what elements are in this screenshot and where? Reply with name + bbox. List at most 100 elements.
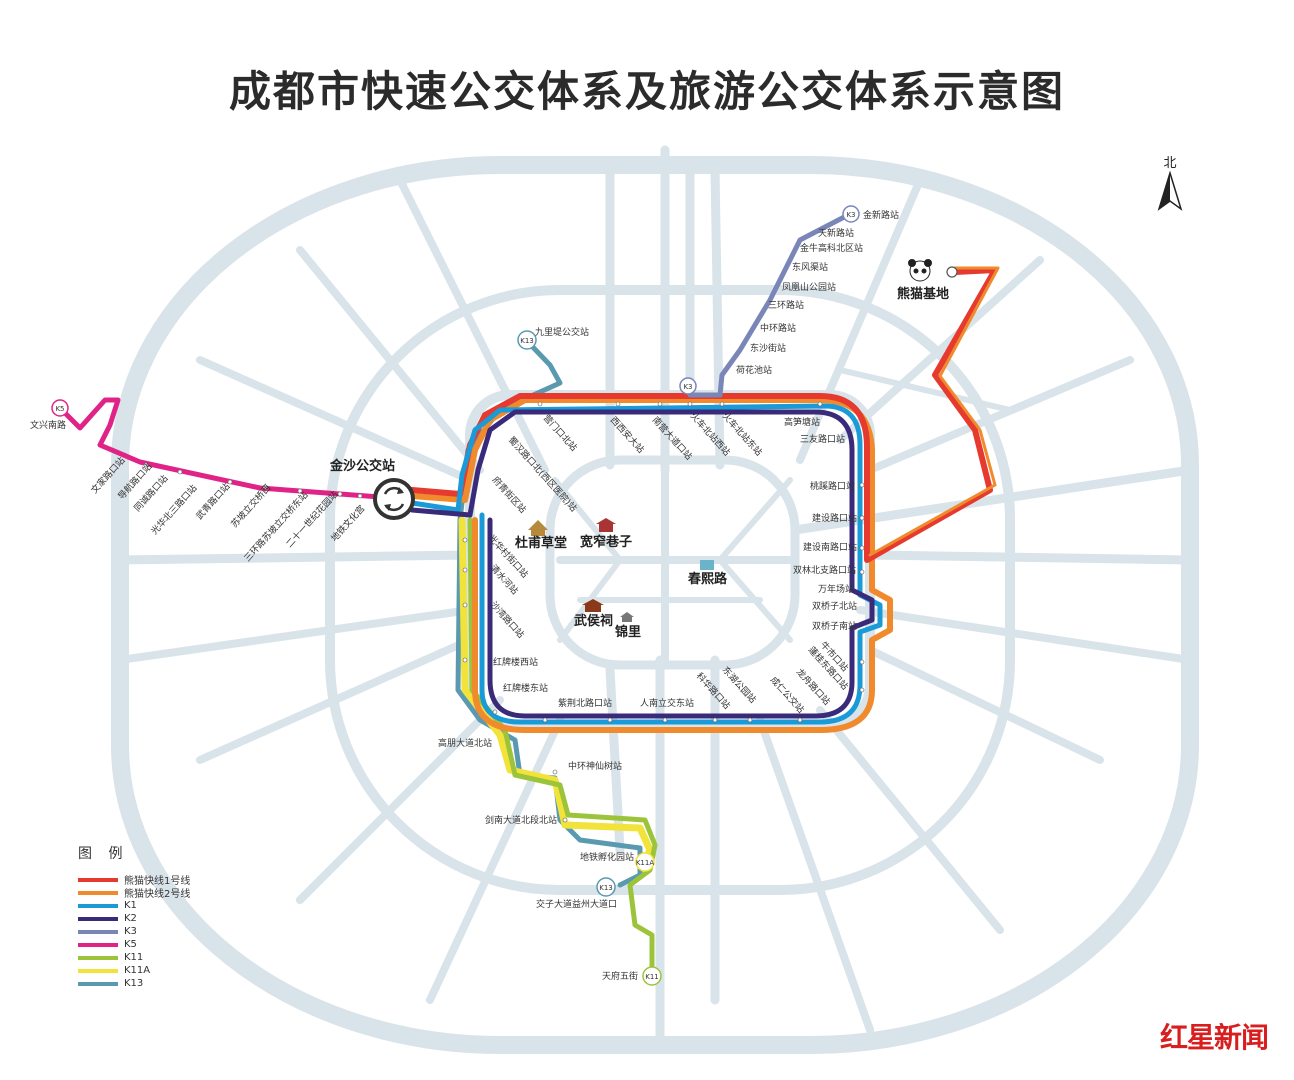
legend-swatch — [78, 916, 118, 921]
station-dot — [687, 401, 693, 407]
legend-item: K2 — [78, 912, 190, 925]
station-dot — [657, 401, 663, 407]
legend-label: K13 — [124, 978, 144, 989]
road-radial — [605, 145, 725, 475]
station-label: 红牌楼东站 — [503, 682, 548, 694]
badge-k11-text: K11 — [645, 973, 659, 981]
legend-item: K11A — [78, 964, 190, 977]
station-label: 苏坡立交桥西 — [228, 482, 273, 530]
jinsha-hub-icon — [373, 478, 415, 520]
legend-label: K11A — [124, 965, 151, 976]
station-label: 剑南大道北段北站 — [485, 814, 557, 826]
panda2-route — [409, 397, 893, 733]
transit-lines — [57, 211, 1000, 973]
station-label: 三环路站 — [768, 299, 804, 311]
station-label: 双桥子北站 — [812, 600, 857, 612]
station-dot — [859, 545, 865, 551]
landmark-icons — [528, 518, 714, 622]
station-dot — [859, 569, 865, 575]
road-radial — [116, 466, 1194, 664]
badge-k13: K13 — [517, 330, 537, 350]
legend-label: K2 — [124, 913, 137, 924]
station-label: 人南立交东站 — [640, 697, 694, 709]
legend-swatch — [78, 890, 118, 895]
station-label: 凤凰山公园站 — [782, 281, 836, 293]
station-dot — [662, 717, 668, 723]
south-line-labels: 高朋大道北站 中环神仙树站 剑南大道北段北站 地铁孵化园站 交子大道益州大道口 … — [438, 737, 638, 982]
station-dot — [552, 769, 558, 775]
station-dot — [297, 488, 303, 494]
station-dot — [462, 537, 468, 543]
legend-label: K3 — [124, 926, 137, 937]
station-dot — [492, 709, 498, 715]
north-indicator: 北 — [1150, 152, 1190, 217]
k3-route — [687, 211, 853, 398]
station-label: 高朋大道北站 — [438, 737, 492, 749]
legend-swatch — [78, 903, 118, 908]
legend-item: K11 — [78, 951, 190, 964]
k3-station-labels: 金新路站 天新路站 金牛高科北区站 东风渠站 凤凰山公园站 三环路站 中环路站 … — [736, 209, 899, 376]
road-radial — [196, 636, 1104, 1034]
badge-k3-mid-text: K3 — [683, 383, 692, 391]
jinsha-hub: 金沙公交站 — [329, 458, 415, 520]
road-radial — [196, 176, 1134, 484]
legend-item: K5 — [78, 938, 190, 951]
station-dot — [615, 401, 621, 407]
jinsha-hub-label: 金沙公交站 — [329, 458, 395, 474]
badge-k11-circle — [642, 966, 662, 986]
station-label: 武青路口站 — [193, 481, 232, 522]
station-dot — [462, 657, 468, 663]
station-label: 天府五街 — [602, 970, 638, 982]
station-label: 营门口北站 — [541, 412, 580, 453]
badge-k3-mid: K3 — [679, 377, 697, 395]
station-label: 中环神仙树站 — [568, 760, 622, 772]
station-dot — [712, 717, 718, 723]
badge-k13-text: K13 — [520, 337, 534, 345]
dufu-icon — [528, 520, 548, 536]
outer-ring-road — [111, 156, 1199, 1054]
road-network — [111, 145, 1199, 1054]
north-label: 北 — [1163, 156, 1177, 171]
north-arrow-icon — [1157, 170, 1183, 211]
station-label: 南营大道口站 — [650, 414, 695, 462]
station-dots — [143, 401, 865, 823]
badge-k11a-circle — [635, 852, 655, 872]
station-label: 荷花池站 — [736, 364, 772, 376]
station-label: 文兴南路 — [30, 419, 66, 431]
badge-k5-text: K5 — [55, 405, 64, 413]
station-dot — [337, 491, 343, 497]
panda-base: 熊猫基地 — [897, 259, 958, 302]
station-dot — [859, 482, 865, 488]
legend-item: K1 — [78, 899, 190, 912]
station-label: 建设南路口站 — [803, 541, 857, 553]
wuhou-icon — [582, 599, 604, 612]
legend-item: K13 — [78, 977, 190, 990]
k5-route — [57, 397, 383, 500]
station-label: 桃蹊路口站 — [810, 480, 855, 492]
station-dot — [607, 717, 613, 723]
station-label: 府青街区站 — [490, 474, 529, 515]
panda1-route — [409, 267, 998, 563]
road-local — [552, 367, 1013, 643]
legend-label: 熊猫快线2号线 — [124, 889, 191, 900]
station-label: 高笋塘站 — [784, 416, 820, 428]
legend-swatch — [78, 955, 118, 960]
legend-item: 熊猫快线2号线 — [78, 886, 191, 900]
station-dot — [719, 401, 725, 407]
ring-east-labels: 桃蹊路口站 建设路口站 建设南路口站 双林北支路口站 万年场站 双桥子北站 双桥… — [768, 480, 857, 715]
legend-swatch — [78, 942, 118, 947]
legend-label: K1 — [124, 900, 137, 911]
station-dot — [747, 717, 753, 723]
panda1-outer — [868, 266, 1000, 557]
station-dot — [542, 717, 548, 723]
badge-k3-circle — [842, 205, 860, 223]
legend-swatch — [78, 981, 118, 986]
station-label: 红牌楼西站 — [493, 656, 538, 668]
chunxi-icon — [700, 560, 714, 570]
station-label: 天新路站 — [818, 227, 854, 239]
label-chunxi: 春熙路 — [687, 571, 728, 587]
badge-k5-circle — [51, 399, 69, 417]
station-label: 中环路站 — [760, 322, 796, 334]
